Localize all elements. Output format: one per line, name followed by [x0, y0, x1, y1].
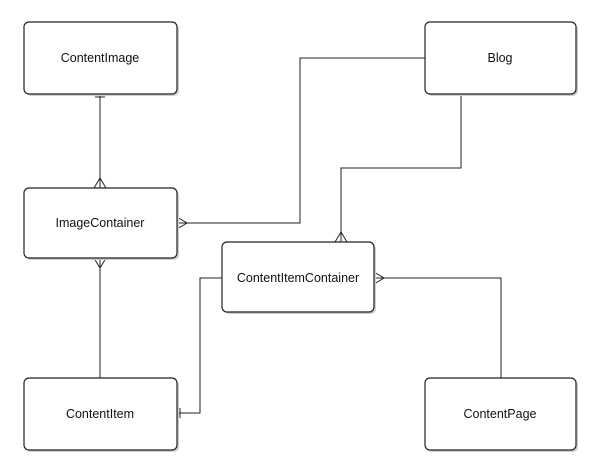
- entity-label-blog: Blog: [487, 51, 512, 65]
- entity-blog[interactable]: Blog: [424, 21, 578, 96]
- entity-label-content-page: ContentPage: [464, 407, 537, 421]
- many-marker-imagecontainer-bottom: [93, 257, 107, 269]
- entity-content-image[interactable]: ContentImage: [23, 21, 179, 96]
- many-marker-contentitemcontainer-right: [373, 271, 385, 285]
- many-marker-imagecontainer-top: [93, 177, 107, 189]
- entity-content-item-container[interactable]: ContentItemContainer: [221, 241, 376, 314]
- many-marker-contentitemcontainer-top: [334, 231, 348, 243]
- entity-content-page[interactable]: ContentPage: [424, 377, 578, 452]
- entity-label-content-image: ContentImage: [61, 51, 140, 65]
- connector-blog-contentitemcontainer: [340, 94, 462, 242]
- connectors: [93, 57, 502, 418]
- entity-image-container[interactable]: ImageContainer: [23, 187, 179, 260]
- connector-blog-imagecontainer: [177, 57, 426, 224]
- many-marker-imagecontainer-right: [176, 216, 188, 230]
- connector-contentpage-contentitemcontainer: [374, 277, 502, 378]
- entity-label-content-item: ContentItem: [66, 407, 134, 421]
- entity-label-content-item-container: ContentItemContainer: [237, 271, 359, 285]
- entity-content-item[interactable]: ContentItem: [23, 377, 179, 452]
- connector-contentitem-contentitemcontainer: [177, 277, 222, 414]
- entity-label-image-container: ImageContainer: [56, 216, 145, 230]
